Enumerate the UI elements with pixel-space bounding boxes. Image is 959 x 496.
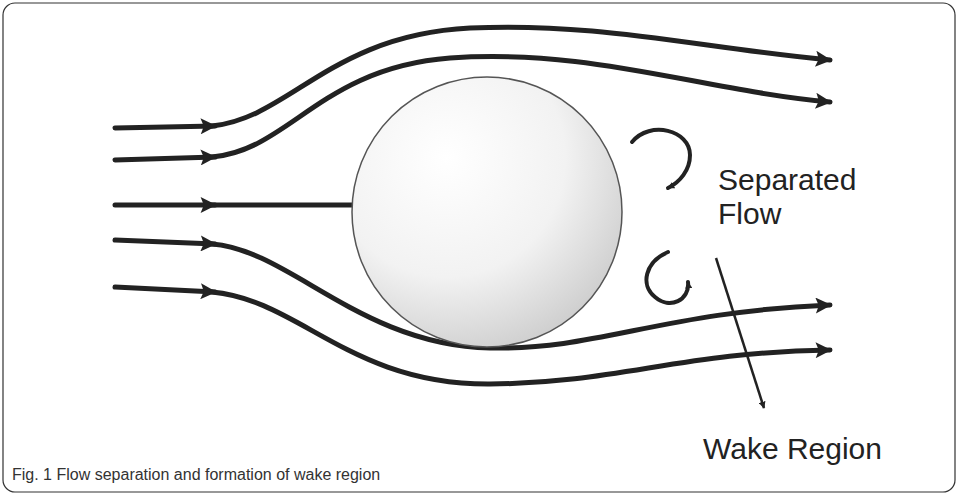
frame-border xyxy=(3,3,955,492)
vortex-arrows xyxy=(632,130,690,303)
sphere xyxy=(352,77,622,347)
figure-caption: Fig. 1 Flow separation and formation of … xyxy=(12,466,672,484)
region-label: Wake Region xyxy=(703,432,943,466)
region-label: Separated Flow xyxy=(718,163,893,231)
leader-line xyxy=(716,258,764,408)
